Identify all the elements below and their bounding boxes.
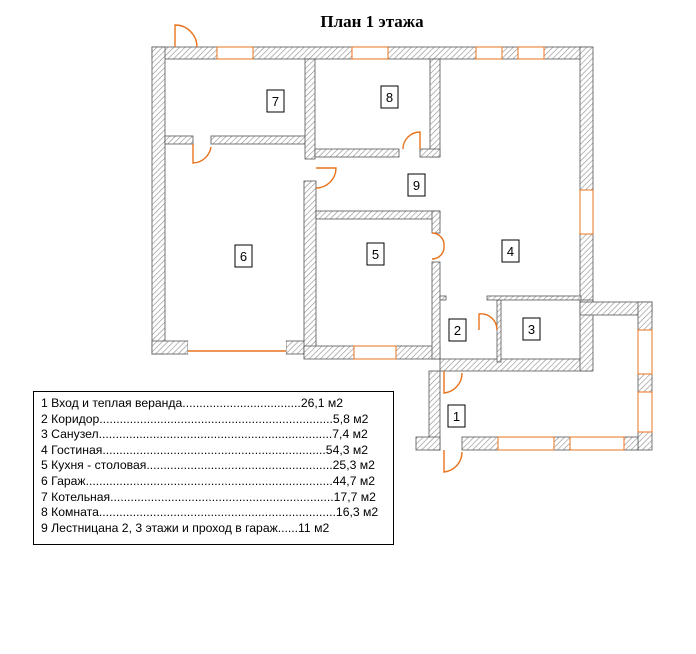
svg-text:6: 6: [240, 249, 247, 264]
svg-text:3: 3: [528, 322, 535, 337]
svg-text:4: 4: [507, 244, 514, 259]
legend-row: 8 Комната...............................…: [41, 505, 379, 520]
legend-row: 4 Гостиная..............................…: [41, 442, 369, 457]
room-label-7: 7: [266, 89, 285, 113]
room-label-9: 9: [407, 173, 426, 197]
room-label-4: 4: [501, 239, 520, 263]
legend-row: 2 Коридор...............................…: [41, 411, 369, 426]
room-legend: 1 Вход и теплая веранда.................…: [33, 391, 394, 545]
doors: [174, 24, 498, 473]
garage-gate: [188, 341, 286, 354]
legend-row: 9 Лестницана 2, 3 этажи и проход в гараж…: [41, 520, 330, 535]
legend-row: 6 Гараж.................................…: [41, 473, 376, 488]
svg-text:1: 1: [453, 409, 460, 424]
legend-row: 1 Вход и теплая веранда.................…: [41, 396, 344, 410]
svg-text:8: 8: [386, 90, 393, 105]
room-label-5: 5: [366, 242, 385, 266]
legend-row: 7 Котельная.............................…: [41, 489, 376, 504]
svg-text:2: 2: [454, 323, 461, 338]
room-labels: 7 8 9 6 5 4 2 3 1: [234, 85, 541, 428]
walls: [151, 46, 653, 451]
svg-text:7: 7: [272, 94, 279, 109]
windows: [216, 46, 653, 451]
room-label-8: 8: [380, 85, 399, 109]
room-label-3: 3: [522, 317, 541, 341]
plan-title: План 1 этажа: [320, 12, 424, 31]
room-label-6: 6: [234, 244, 253, 268]
svg-text:5: 5: [372, 247, 379, 262]
legend-row: 5 Кухня - столовая......................…: [41, 458, 375, 473]
legend-row: 3 Санузел...............................…: [41, 427, 368, 442]
room-label-1: 1: [447, 404, 466, 428]
svg-text:9: 9: [413, 178, 420, 193]
room-label-2: 2: [448, 318, 467, 342]
